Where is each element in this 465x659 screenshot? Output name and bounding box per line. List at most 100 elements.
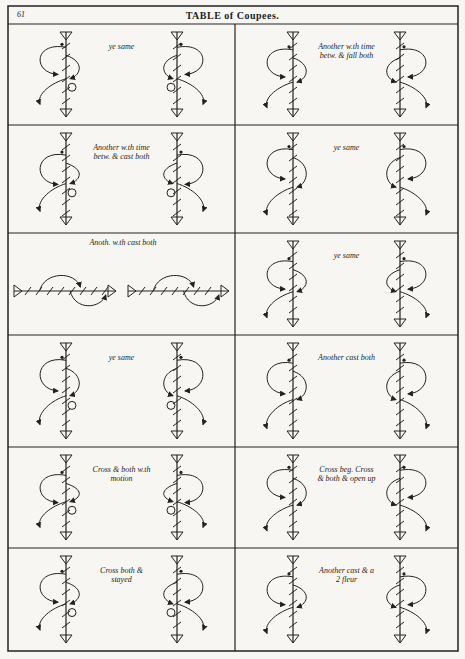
step-path xyxy=(400,400,427,429)
stem-line xyxy=(292,455,293,540)
tick-mark xyxy=(173,376,181,382)
tick-mark xyxy=(289,387,297,393)
tick-mark xyxy=(173,420,181,426)
stem-line xyxy=(65,455,66,540)
tick-mark xyxy=(69,287,75,295)
stem-line xyxy=(399,455,400,540)
position-mark xyxy=(171,455,183,463)
tick-mark xyxy=(396,166,404,172)
tick-mark xyxy=(396,365,404,371)
turn-mark xyxy=(68,506,76,514)
tick-mark xyxy=(396,420,404,426)
step-path xyxy=(387,158,400,188)
start-dot xyxy=(179,356,182,359)
tick-mark xyxy=(289,76,297,82)
stem-line xyxy=(292,556,293,643)
tick-mark xyxy=(173,477,181,483)
tick-mark xyxy=(289,188,297,194)
step-path xyxy=(177,154,203,184)
step-path xyxy=(293,371,306,399)
tick-mark xyxy=(289,65,297,71)
position-mark xyxy=(171,32,183,40)
tick-mark xyxy=(396,274,404,280)
tick-mark xyxy=(62,155,70,161)
tick-mark xyxy=(396,521,404,527)
step-path xyxy=(266,82,293,108)
step-path xyxy=(153,275,193,291)
position-mark xyxy=(171,431,183,439)
stem-line xyxy=(292,32,293,117)
tick-mark xyxy=(173,387,181,393)
step-path xyxy=(400,505,427,531)
position-mark xyxy=(287,455,299,463)
tick-mark xyxy=(62,488,70,494)
step-path xyxy=(40,360,66,391)
step-path xyxy=(164,483,177,501)
tick-mark xyxy=(289,252,297,258)
tick-mark xyxy=(62,589,70,595)
turn-mark xyxy=(167,189,175,197)
start-dot xyxy=(287,257,290,260)
position-mark xyxy=(287,431,299,439)
tick-mark xyxy=(289,477,297,483)
tick-mark xyxy=(150,287,156,295)
figure-note: Another cast & a 2 fleur xyxy=(317,566,377,584)
start-dot xyxy=(179,471,182,474)
tick-mark xyxy=(289,307,297,313)
step-path xyxy=(400,362,426,393)
step-path xyxy=(66,483,79,501)
position-mark xyxy=(394,431,406,439)
step-path xyxy=(400,576,426,605)
tick-mark xyxy=(289,274,297,280)
position-mark xyxy=(287,217,299,225)
step-path xyxy=(267,362,293,393)
step-path xyxy=(400,82,427,108)
tick-mark xyxy=(396,188,404,194)
start-dot xyxy=(287,572,290,575)
position-mark xyxy=(60,217,72,225)
tick-mark xyxy=(62,98,70,104)
step-path xyxy=(267,470,293,498)
step-path xyxy=(66,368,79,396)
tick-mark xyxy=(396,409,404,415)
tick-mark xyxy=(62,365,70,371)
position-mark xyxy=(287,133,299,141)
tick-mark xyxy=(396,65,404,71)
tick-mark xyxy=(173,210,181,216)
tick-mark xyxy=(289,488,297,494)
step-path xyxy=(39,502,66,528)
step-path xyxy=(66,55,79,78)
step-path xyxy=(164,163,177,184)
position-mark xyxy=(394,532,406,540)
tick-mark xyxy=(396,296,404,302)
step-path xyxy=(39,604,66,630)
step-path xyxy=(177,475,203,503)
step-path xyxy=(387,58,400,82)
page-frame xyxy=(8,6,458,651)
tick-mark xyxy=(173,65,181,71)
start-dot xyxy=(60,570,63,573)
title-rule xyxy=(8,23,458,24)
step-path xyxy=(267,49,293,77)
start-dot xyxy=(287,359,290,362)
position-mark xyxy=(60,635,72,643)
step-path xyxy=(39,396,66,425)
tick-mark xyxy=(62,54,70,60)
step-path xyxy=(267,261,293,289)
stem-line xyxy=(292,241,293,327)
start-dot xyxy=(179,570,182,573)
position-mark xyxy=(171,635,183,643)
step-path xyxy=(39,79,66,105)
tick-mark xyxy=(173,521,181,527)
position-mark xyxy=(14,285,22,297)
position-mark xyxy=(287,319,299,327)
position-mark xyxy=(60,133,72,141)
step-path xyxy=(40,275,81,291)
position-mark xyxy=(394,635,406,643)
start-dot xyxy=(179,150,182,153)
position-mark xyxy=(287,556,299,564)
turn-mark xyxy=(68,83,76,91)
tick-mark xyxy=(396,210,404,216)
start-dot xyxy=(402,359,405,362)
tick-mark xyxy=(289,567,297,573)
